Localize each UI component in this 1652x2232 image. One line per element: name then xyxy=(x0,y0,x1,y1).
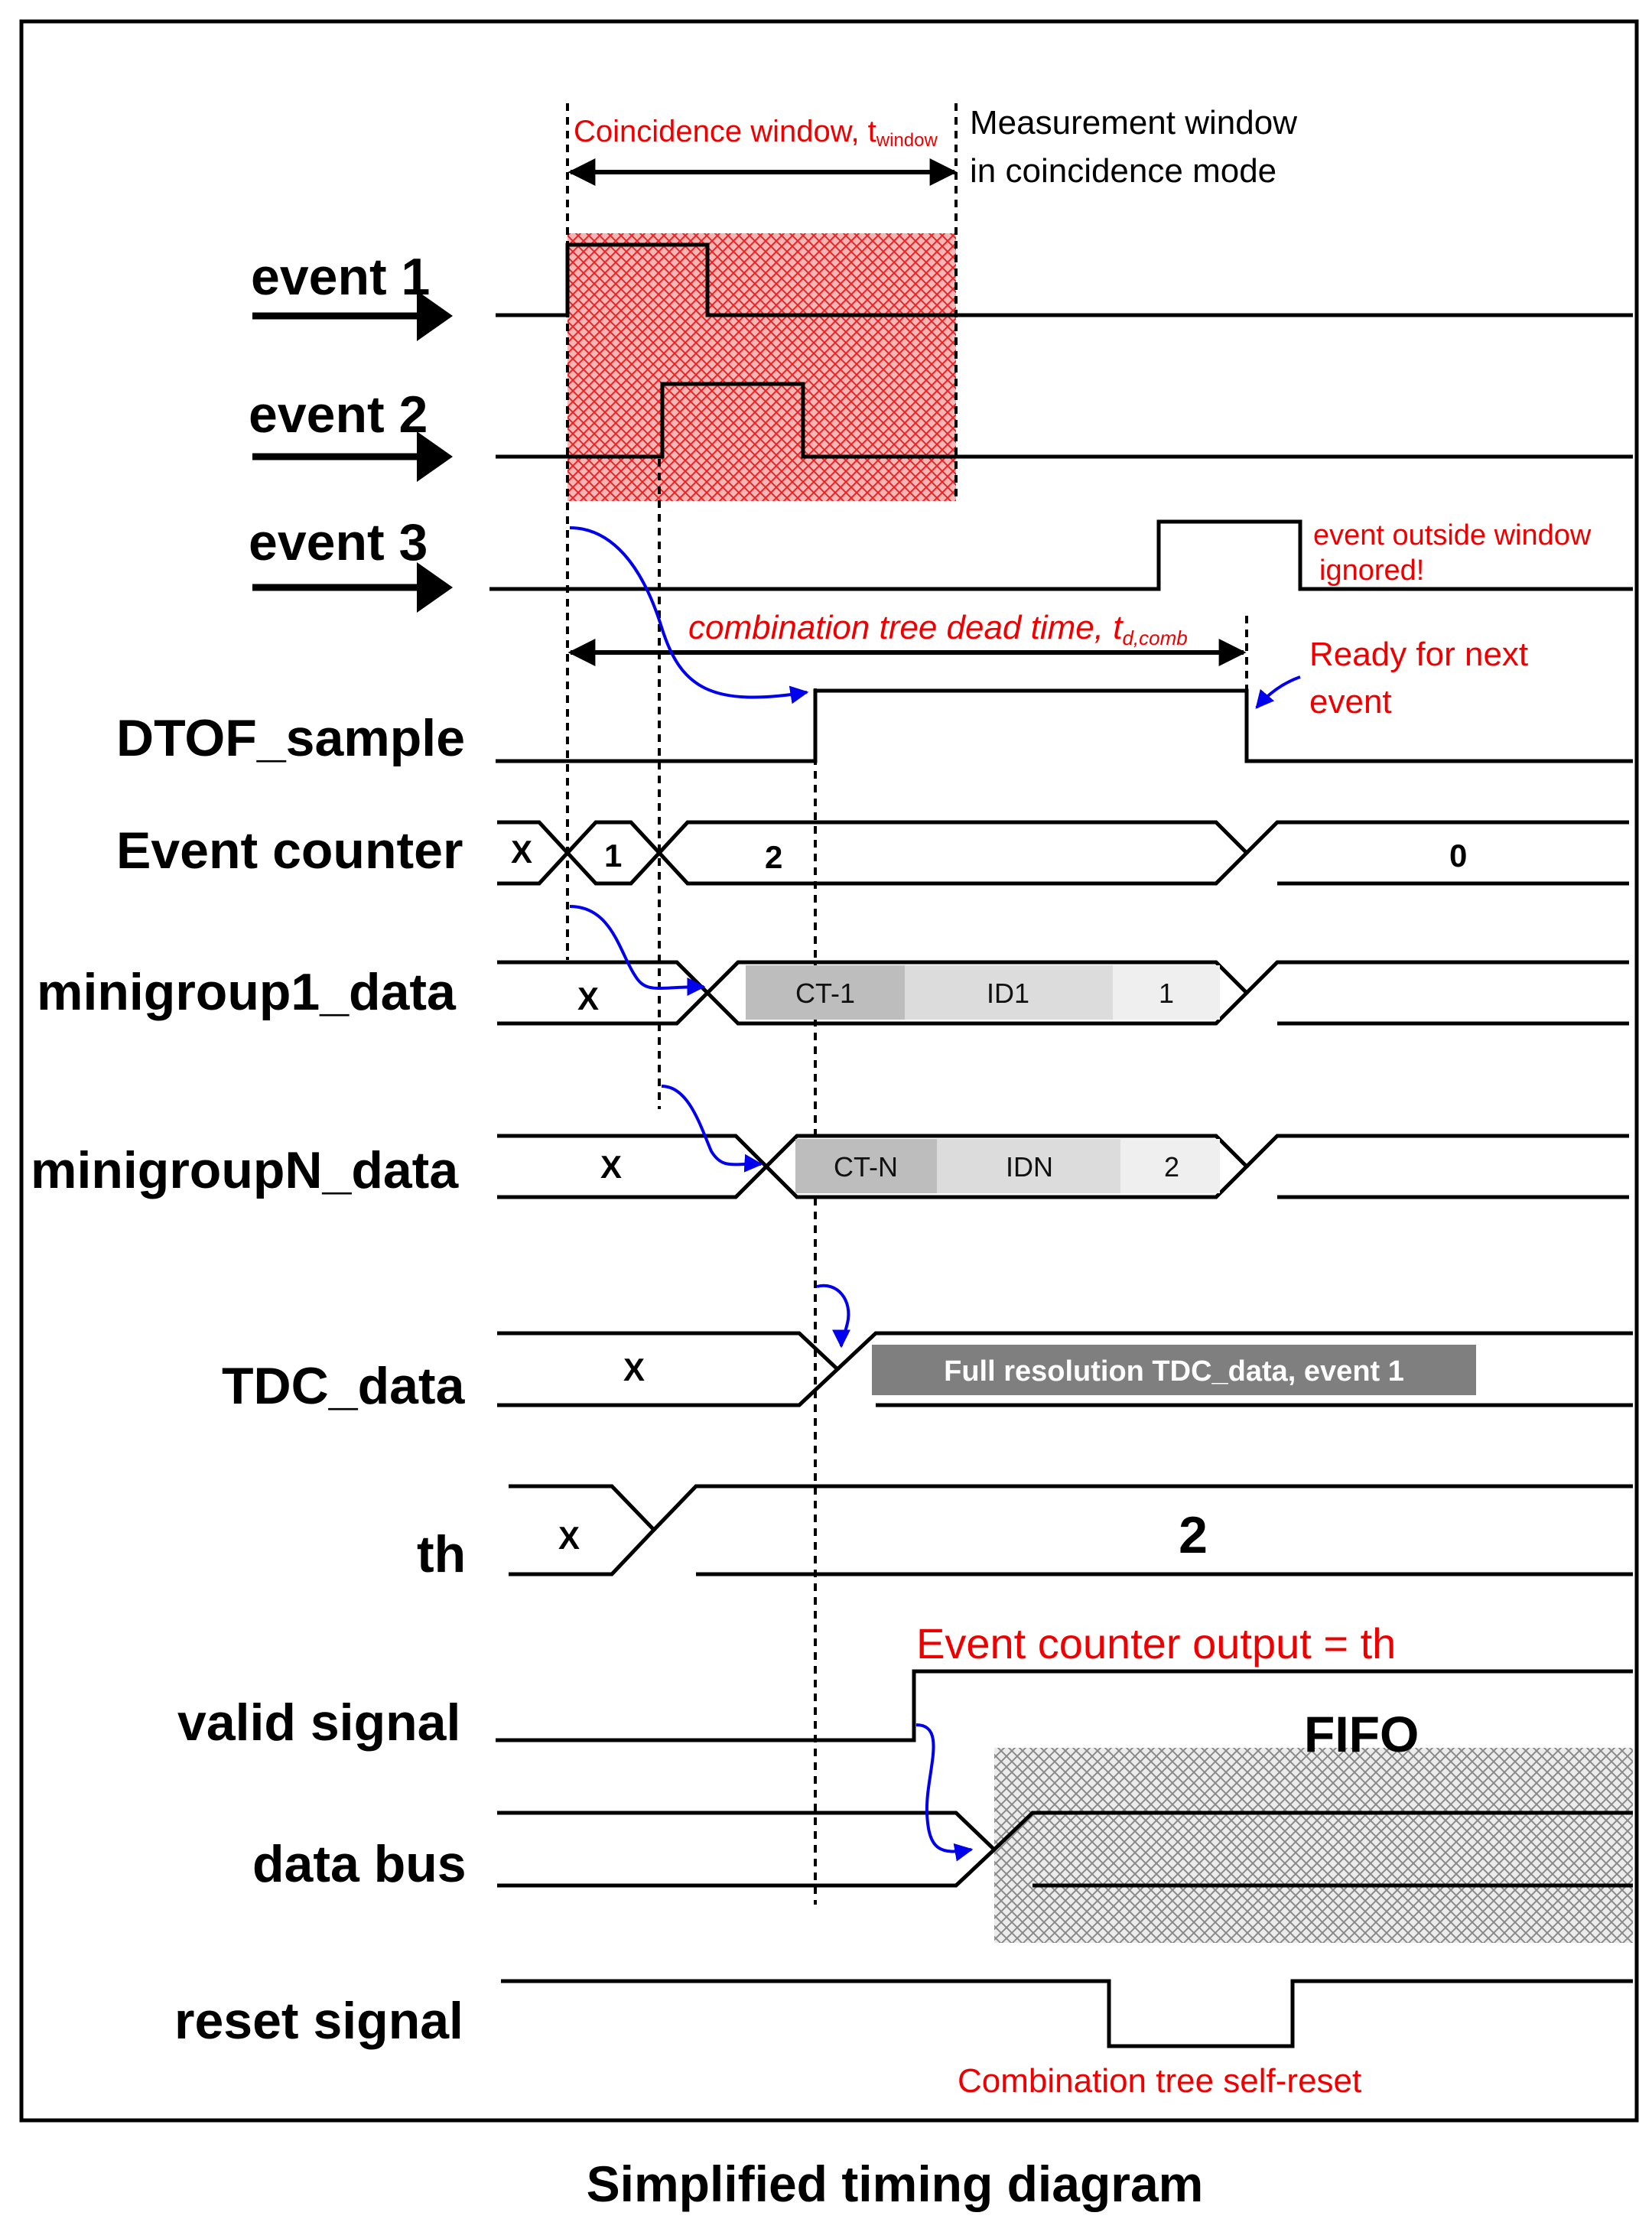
dtof-sample-waveform xyxy=(496,688,1633,763)
fifo-label: FIFO xyxy=(1304,1706,1419,1762)
coincidence-window-annotation: Coincidence window, twindow xyxy=(574,115,938,151)
label-event-counter: Event counter xyxy=(116,822,463,880)
fifo-region xyxy=(994,1748,1633,1943)
blue-arrow-tdc xyxy=(816,1284,851,1349)
mg1-ct-segment xyxy=(746,965,905,1020)
mg1-value-id: ID1 xyxy=(987,978,1029,1009)
th-seg-2 xyxy=(652,1484,1633,1576)
th-value-x: X xyxy=(558,1520,580,1556)
tdc-value-full: Full resolution TDC_data, event 1 xyxy=(944,1355,1404,1388)
label-th: th xyxy=(417,1525,466,1583)
blue-arrow-mgN xyxy=(661,1085,763,1173)
blue-arrow-ready xyxy=(1255,675,1301,709)
event1-waveform xyxy=(496,242,1633,317)
label-valid-signal: valid signal xyxy=(177,1694,460,1752)
mgN-seg-x xyxy=(497,1134,769,1199)
blue-arrow-data-bus xyxy=(915,1723,974,1862)
measurement-window-line2: in coincidence mode xyxy=(970,152,1276,190)
mgN-seg-next xyxy=(1245,1134,1629,1199)
coincidence-window-region xyxy=(567,233,956,501)
mg1-id-segment xyxy=(905,965,1113,1020)
counter-output-annotation: Event counter output = th xyxy=(916,1619,1396,1667)
valid-signal-waveform xyxy=(496,1669,1633,1742)
label-dtof-sample: DTOF_sample xyxy=(116,709,465,767)
ready-line2: event xyxy=(1309,683,1392,721)
mgN-id-segment xyxy=(937,1139,1120,1193)
label-minigroupN-data: minigroupN_data xyxy=(31,1141,459,1199)
counter-seg-2 xyxy=(656,820,1250,886)
dead-time-annotation: combination tree dead time, td,comb xyxy=(688,609,1188,649)
tdc-seg-data xyxy=(836,1331,1633,1407)
mgN-n-segment xyxy=(1120,1139,1220,1193)
ready-line1: Ready for next xyxy=(1309,636,1528,673)
blue-arrow-dtof xyxy=(569,526,809,704)
label-minigroup1-data: minigroup1_data xyxy=(37,963,457,1021)
event2-waveform xyxy=(496,382,1633,459)
mg1-value-ct: CT-1 xyxy=(795,978,855,1009)
self-reset-annotation: Combination tree self-reset xyxy=(958,2062,1361,2100)
label-tdc-data: TDC_data xyxy=(222,1357,466,1415)
th-value-2: 2 xyxy=(1179,1506,1208,1564)
event3-waveform xyxy=(489,519,1633,591)
mgN-value-id: IDN xyxy=(1006,1151,1053,1183)
label-event2: event 2 xyxy=(249,386,428,444)
label-data-bus: data bus xyxy=(252,1835,467,1893)
counter-value-1: 1 xyxy=(604,838,622,874)
mg1-seg-x xyxy=(497,960,711,1026)
tdc-value-x: X xyxy=(623,1352,645,1388)
event2-input-arrow xyxy=(252,431,453,482)
mg1-seg-next xyxy=(1245,960,1629,1026)
mgN-value-n: 2 xyxy=(1164,1151,1179,1183)
event3-input-arrow xyxy=(252,562,453,613)
event1-input-arrow xyxy=(252,291,453,341)
diagram-caption: Simplified timing diagram xyxy=(587,2156,1204,2212)
label-reset-signal: reset signal xyxy=(174,1992,463,2050)
measurement-window-line1: Measurement window xyxy=(970,104,1297,142)
mg1-n-segment xyxy=(1113,965,1220,1020)
mg1-value-x: X xyxy=(577,981,599,1017)
counter-seg-0 xyxy=(1245,820,1629,886)
tdc-seg-x xyxy=(497,1331,841,1407)
counter-value-x: X xyxy=(511,834,532,870)
reset-signal-waveform xyxy=(501,1979,1633,2048)
label-event3: event 3 xyxy=(249,513,428,571)
mgN-value-ct: CT-N xyxy=(834,1151,898,1183)
mgN-value-x: X xyxy=(600,1149,622,1185)
th-seg-x xyxy=(509,1484,657,1576)
mg1-value-n: 1 xyxy=(1159,978,1174,1009)
mgN-ct-segment xyxy=(795,1139,937,1193)
diagram-frame xyxy=(19,19,1639,2123)
label-event1: event 1 xyxy=(251,248,430,306)
data-bus-seg-x xyxy=(497,1811,997,1888)
counter-value-2: 2 xyxy=(765,839,782,875)
outside-window-line1: event outside window xyxy=(1313,519,1592,551)
blue-arrow-mg1 xyxy=(569,905,706,997)
data-bus-seg-fifo xyxy=(993,1811,1633,1888)
tdc-full-segment xyxy=(872,1345,1476,1395)
counter-value-0: 0 xyxy=(1449,838,1467,874)
outside-window-line2: ignored! xyxy=(1319,555,1424,587)
